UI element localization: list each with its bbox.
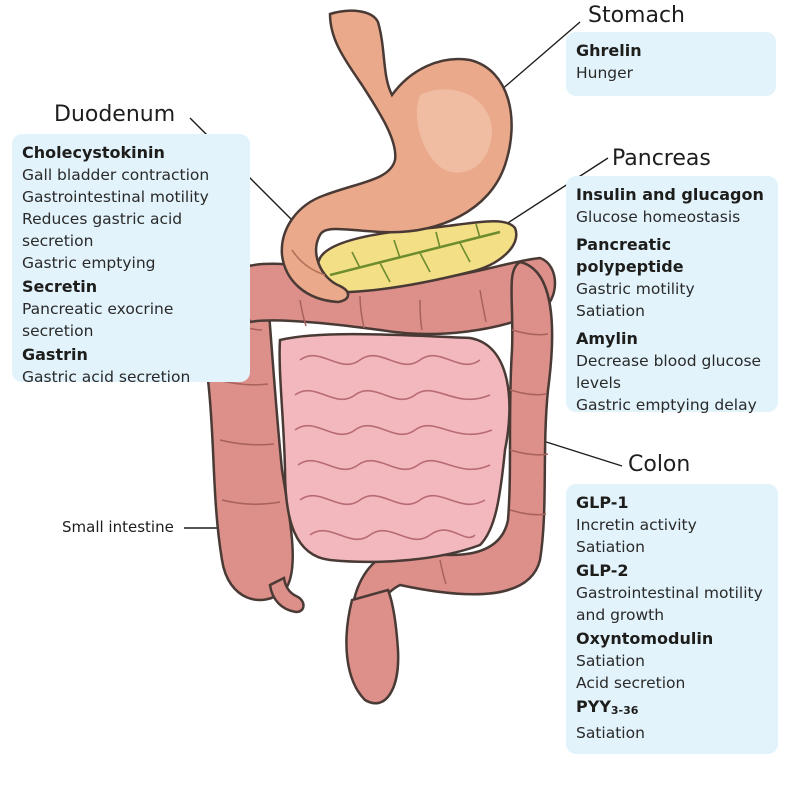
small-intestine-shape [278, 332, 511, 564]
hormone-name: GLP-2 [576, 561, 629, 580]
hormone-name: PYY3-36 [576, 696, 768, 722]
hormone-effect: Hunger [576, 64, 634, 82]
hormone-name-subscript: 3-36 [610, 704, 639, 717]
hormone-effect: secretion [22, 322, 94, 340]
hormone-name: GLP-1 [576, 493, 629, 512]
hormone-effect: Gastric emptying [22, 254, 156, 272]
hormone-group: Secretin Pancreatic exocrine secretion [22, 276, 240, 342]
hormone-effect: Satiation [576, 538, 645, 556]
hormone-effect: Reduces gastric acid secretion [22, 210, 183, 250]
duodenum-title: Duodenum [54, 102, 176, 127]
hormone-effect: Satiation [576, 302, 645, 320]
hormone-group: GLP-2 Gastrointestinal motility and grow… [576, 560, 768, 626]
hormone-group: Pancreatic polypeptide Gastric motility … [576, 234, 768, 322]
hormone-name-main: PYY [576, 697, 611, 716]
hormone-effect: Gastric motility [576, 280, 695, 298]
hormone-group: PYY3-36 Satiation [576, 696, 768, 744]
hormone-name: Amylin [576, 329, 638, 348]
duodenum-hormone-panel: Cholecystokinin Gall bladder contraction… [12, 134, 250, 386]
hormone-effect: Satiation [576, 724, 645, 742]
hormone-effect: Gastrointestinal motility [22, 188, 209, 206]
hormone-name: Cholecystokinin [22, 143, 165, 162]
stomach-title: Stomach [588, 3, 686, 28]
small-intestine-label: Small intestine [62, 518, 174, 536]
stomach-shape [280, 9, 513, 304]
pancreas-leader-line [499, 157, 609, 229]
hormone-name: Oxyntomodulin [576, 629, 714, 648]
hormone-group: Gastrin Gastric acid secretion [22, 344, 240, 388]
stomach-hormone-panel: Ghrelin Hunger [566, 32, 776, 96]
hormone-name: Pancreatic polypeptide [576, 235, 684, 276]
hormone-group: GLP-1 Incretin activity Satiation [576, 492, 768, 558]
hormone-name: Gastrin [22, 345, 88, 364]
hormone-effect: Pancreatic exocrine [22, 300, 174, 318]
hormone-effect: Incretin activity [576, 516, 697, 534]
hormone-name: Secretin [22, 277, 98, 296]
hormone-effect: Gastric emptying delay [576, 396, 757, 414]
colon-leader-line [539, 439, 623, 467]
hormone-effect: Gastrointestinal motility [576, 584, 763, 602]
hormone-effect: Glucose homeostasis [576, 208, 741, 226]
colon-hormone-panel: GLP-1 Incretin activity Satiation GLP-2 … [566, 484, 778, 754]
hormone-group: Oxyntomodulin Satiation Acid secretion [576, 628, 768, 694]
hormone-name: Ghrelin [576, 41, 642, 60]
pancreas-hormone-panel: Insulin and glucagon Glucose homeostasis… [566, 176, 778, 414]
pancreas-title: Pancreas [612, 146, 711, 171]
hormone-effect: and growth [576, 606, 665, 624]
hormone-group: Insulin and glucagon Glucose homeostasis [576, 184, 768, 228]
hormone-effect: Decrease blood glucose [576, 352, 762, 370]
hormone-effect: levels [576, 374, 621, 392]
hormone-effect: Gastric acid secretion [22, 368, 191, 386]
hormone-name: Insulin and glucagon [576, 185, 764, 204]
hormone-group: Cholecystokinin Gall bladder contraction… [22, 142, 240, 274]
hormone-effect: Acid secretion [576, 674, 686, 692]
hormone-effect: Satiation [576, 652, 645, 670]
colon-title: Colon [628, 452, 691, 477]
hormone-group: Amylin Decrease blood glucose levels Gas… [576, 328, 768, 416]
hormone-effect: Gall bladder contraction [22, 166, 210, 184]
hormone-group: Ghrelin Hunger [576, 40, 766, 84]
